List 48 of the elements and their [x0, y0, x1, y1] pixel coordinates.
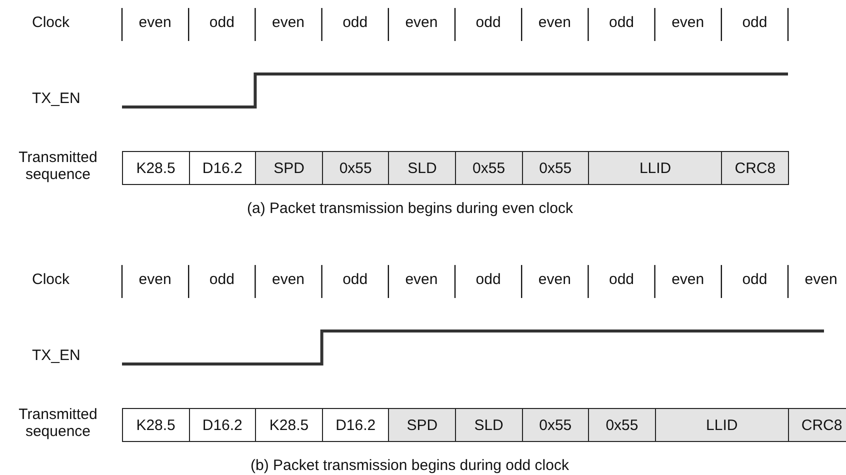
symbol-cell: LLID: [588, 151, 722, 185]
clock-phase-label: even: [138, 271, 172, 288]
clock-phase-label: odd: [209, 271, 234, 288]
symbol-cell: D16.2: [322, 408, 390, 442]
clock-phase-label: odd: [609, 271, 634, 288]
clock-phase-label: odd: [742, 271, 768, 288]
symbol-cell: K28.5: [122, 408, 190, 442]
signal-label: TX_EN: [32, 90, 80, 107]
signal-label: Transmitted sequence: [18, 149, 98, 183]
symbol-cell: 0x55: [588, 408, 656, 442]
symbol-cell: 0x55: [522, 151, 590, 185]
signal-label: Transmitted sequence: [18, 406, 98, 440]
symbol-cell: K28.5: [255, 408, 323, 442]
clock-phase-label: even: [272, 271, 305, 288]
symbol-cell: 0x55: [455, 151, 523, 185]
symbol-cell: 0x55: [322, 151, 390, 185]
clock-phase-label: even: [405, 14, 438, 31]
symbol-cell: D16.2: [188, 408, 256, 442]
clock-phase-label: odd: [342, 271, 368, 288]
clock-phase-label: even: [538, 271, 571, 288]
figure-caption: (a) Packet transmission begins during even clock: [247, 200, 573, 217]
clock-phase-label: even: [272, 14, 305, 31]
clock-phase-label: even: [405, 271, 438, 288]
symbol-cell: SLD: [388, 151, 456, 185]
clock-phase-label: even: [804, 271, 838, 288]
clock-phase-label: odd: [476, 271, 501, 288]
clock-phase-label: odd: [342, 14, 368, 31]
symbol-cell: K28.5: [122, 151, 190, 185]
clock-phase-label: odd: [609, 14, 634, 31]
symbol-cell: SPD: [388, 408, 456, 442]
signal-label: Clock: [32, 271, 70, 288]
signal-label: TX_EN: [32, 347, 80, 364]
symbol-cell: SPD: [255, 151, 323, 185]
clock-phase-label: odd: [209, 14, 234, 31]
symbol-cell: CRC8: [788, 408, 846, 442]
clock-phase-label: even: [672, 271, 704, 288]
symbol-cell: 0x55: [522, 408, 590, 442]
symbol-cell: CRC8: [721, 151, 789, 185]
clock-phase-label: even: [138, 14, 172, 31]
symbol-cell: SLD: [455, 408, 523, 442]
clock-phase-label: odd: [476, 14, 501, 31]
clock-phase-label: even: [538, 14, 571, 31]
symbol-cell: LLID: [654, 408, 789, 442]
signal-label: Clock: [32, 14, 70, 31]
clock-phase-label: odd: [742, 14, 768, 31]
figure-caption: (b) Packet transmission begins during odd clock: [250, 457, 569, 474]
clock-phase-label: even: [672, 14, 704, 31]
symbol-cell: D16.2: [188, 151, 256, 185]
